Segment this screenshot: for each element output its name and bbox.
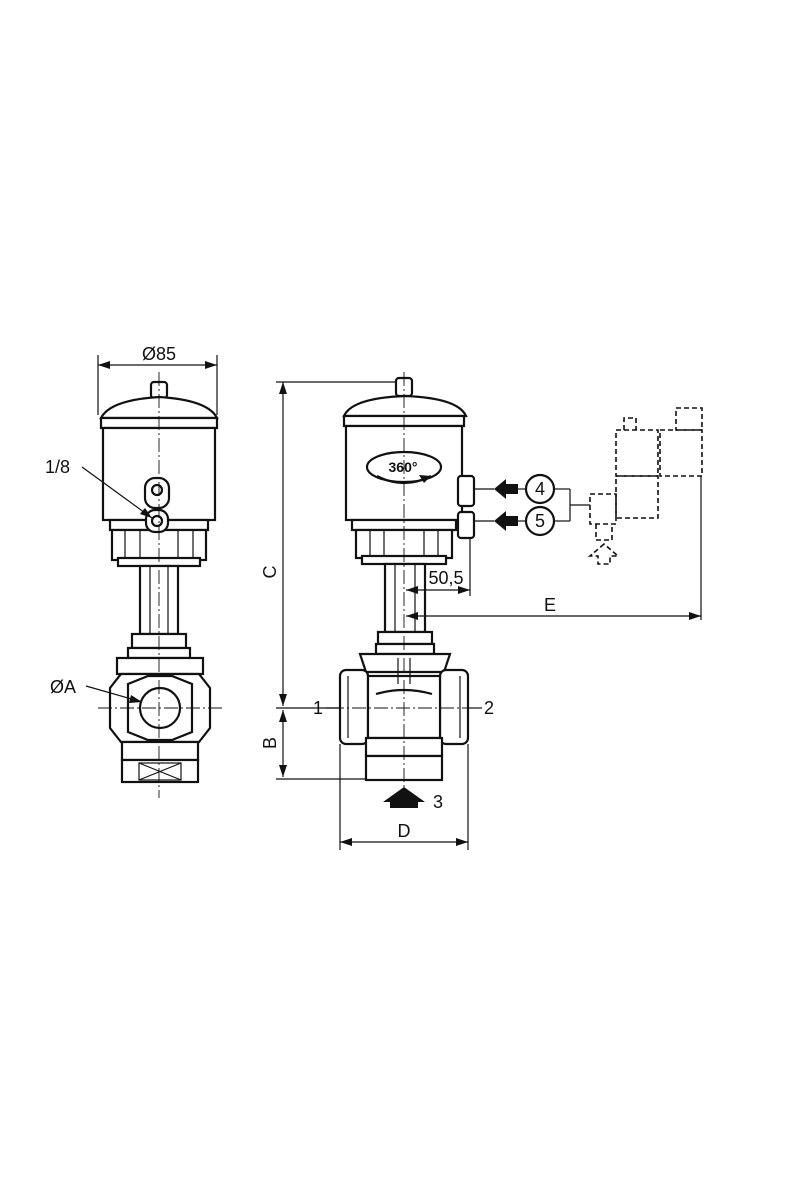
height-label: C <box>260 566 280 579</box>
control-port-b-label: 5 <box>535 511 545 531</box>
side-view: Ø85 1/8 <box>45 344 222 798</box>
actuator-offset-label: 50,5 <box>428 568 463 588</box>
front-view: C B 360° <box>260 372 703 850</box>
side-valve-body <box>108 656 212 784</box>
solenoid-distance-label: E <box>544 595 556 615</box>
rotation-badge-label: 360° <box>389 459 418 475</box>
pilot-port-callout: 1/8 <box>45 457 153 519</box>
body-width-dimension: D <box>339 744 469 850</box>
solenoid-outline <box>587 407 703 620</box>
top-diameter-dimension: Ø85 <box>97 344 218 415</box>
port-diameter-callout: ØA <box>50 677 143 703</box>
actuator-offset-dimension: 50,5 <box>406 538 471 596</box>
bottom-port: 3 <box>383 787 443 812</box>
front-actuator: 360° <box>342 376 476 566</box>
bottom-port-label: 3 <box>433 792 443 812</box>
control-port-a-label: 4 <box>535 479 545 499</box>
top-diameter-label: Ø85 <box>142 344 176 364</box>
front-valve-body <box>338 652 470 782</box>
base-height-label: B <box>260 737 280 749</box>
outlet-port-label: 2 <box>484 698 494 718</box>
inlet-port-label: 1 <box>313 698 323 718</box>
height-dimension: C <box>260 381 400 706</box>
solenoid-distance-dimension: E <box>406 595 701 620</box>
body-width-label: D <box>398 821 411 841</box>
port-diameter-label: ØA <box>50 677 76 697</box>
pilot-port-label: 1/8 <box>45 457 70 477</box>
control-ports: 4 5 <box>474 473 590 537</box>
front-stem <box>374 562 436 656</box>
base-height-dimension: B <box>260 707 365 780</box>
